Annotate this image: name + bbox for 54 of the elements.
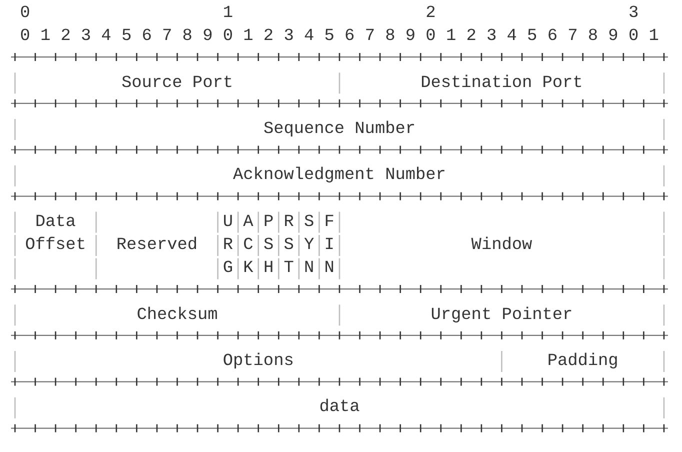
field-name: Reserved: [116, 234, 198, 258]
bit-number: 0: [426, 26, 436, 48]
bit-number: 1: [40, 26, 50, 48]
field-name: Checksum: [136, 304, 218, 327]
flag-name: FIN: [324, 210, 334, 280]
bit-number: 4: [101, 26, 112, 48]
bit-number: 0: [222, 26, 233, 48]
bit-number: 1: [648, 26, 659, 48]
field-name: Options: [222, 350, 294, 374]
bit-number: 1: [446, 26, 456, 48]
flag-name: ACK: [243, 210, 254, 280]
bit-number: 0: [20, 26, 30, 48]
bit-number: 2: [60, 26, 71, 48]
flag-name: SYN: [304, 210, 314, 280]
bit-tens-digit: 2: [426, 2, 436, 25]
bit-number: 5: [324, 26, 334, 48]
bit-number: 2: [466, 26, 476, 48]
flag-name: URG: [222, 210, 233, 280]
bit-number: 7: [568, 26, 578, 48]
flag-name: RST: [284, 210, 294, 280]
bit-number: 3: [486, 26, 497, 48]
bit-tens-digit: 3: [628, 2, 639, 25]
field-name: Source Port: [121, 72, 233, 95]
bit-number: 6: [547, 26, 558, 48]
bit-tens-digit: 0: [20, 2, 30, 25]
bit-number: 3: [284, 26, 294, 48]
bit-number: 3: [80, 26, 92, 48]
bit-number: 4: [304, 26, 314, 48]
bit-number: 8: [182, 26, 192, 48]
bit-tens-digit: 1: [222, 2, 233, 25]
field-name: Sequence Number: [263, 118, 416, 142]
bit-number: 5: [527, 26, 538, 48]
field-name: Acknowledgment Number: [233, 164, 446, 188]
bit-number: 9: [202, 26, 213, 48]
flag-name: PSH: [263, 210, 274, 280]
bit-number: 7: [162, 26, 172, 48]
bit-number: 7: [364, 26, 375, 48]
field-name: Padding: [547, 350, 618, 374]
field-name: Window: [471, 234, 532, 258]
bit-number: 5: [121, 26, 132, 48]
field-name: Urgent Pointer: [430, 304, 573, 327]
bit-number: 9: [405, 26, 416, 48]
field-name: Data Offset: [25, 210, 86, 258]
bit-number: 0: [628, 26, 639, 48]
bit-number: 6: [142, 26, 152, 48]
field-name: data: [319, 396, 360, 420]
bit-number: 8: [385, 26, 396, 48]
bit-number: 8: [588, 26, 598, 48]
bit-number: 9: [608, 26, 618, 48]
field-name: Destination Port: [420, 72, 583, 95]
bit-number: 1: [243, 26, 254, 48]
bit-number: 2: [263, 26, 274, 48]
bit-number: 4: [506, 26, 517, 48]
bit-number: 6: [344, 26, 355, 48]
